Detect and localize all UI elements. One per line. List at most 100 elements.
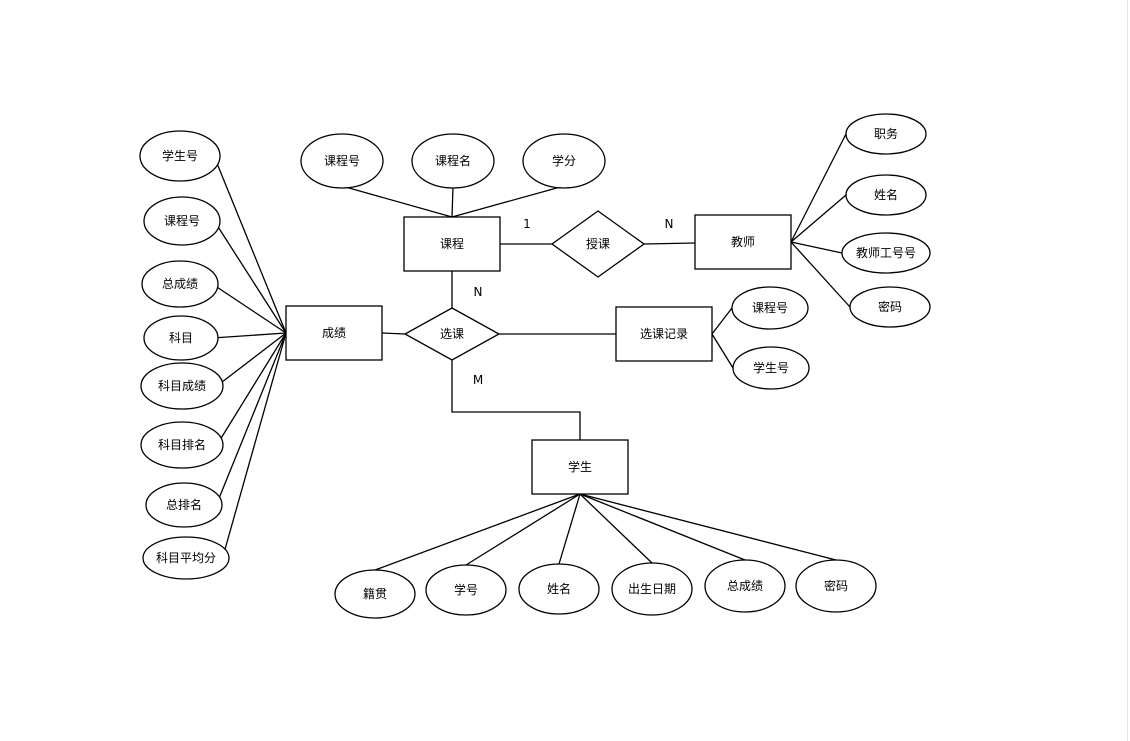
grade-attr-4: 科目成绩 [140, 362, 224, 410]
grade-attr-3-ellipse [143, 315, 219, 361]
course-attr-1-ellipse [411, 133, 495, 189]
grade-attr-6: 总排名 [145, 482, 223, 528]
student-attr-4-ellipse [704, 559, 786, 613]
grade-select-edge [381, 332, 406, 335]
entity-teacher-label: 教师 [731, 234, 755, 249]
grade-attr-5-ellipse [140, 421, 224, 469]
grade-attr-5-label: 科目排名 [158, 437, 206, 452]
student-attr-2-label: 姓名 [547, 581, 571, 596]
entity-teacher-box [694, 214, 792, 270]
grade-attr-edge-5 [216, 332, 287, 446]
relationship-teach-label: 授课 [586, 236, 610, 251]
grade-attr-edge-4 [216, 332, 287, 387]
teacher-attr-edge-1 [790, 194, 847, 243]
student-attr-2: 姓名 [518, 563, 600, 615]
student-attr-edge-2 [558, 493, 581, 565]
grade-attr-1-ellipse [143, 196, 221, 246]
grade-attr-6-ellipse [145, 482, 223, 528]
grade-attr-edge-7 [221, 332, 287, 559]
teacher-attr-3: 密码 [849, 286, 931, 328]
course-attr-1-label: 课程名 [435, 153, 471, 168]
grade-attr-edge-2 [211, 283, 287, 334]
course-attr-edge-0 [341, 185, 453, 218]
student-attr-3-ellipse [611, 562, 693, 616]
grade-attr-4-label: 科目成绩 [158, 379, 206, 393]
teacher-attr-1: 姓名 [845, 174, 927, 216]
entity-grade-label: 成绩 [322, 326, 346, 340]
grade-attr-1-label: 课程号 [164, 213, 200, 228]
record-attr-0-label: 课程号 [752, 300, 788, 315]
teacher-attr-1-ellipse [845, 174, 927, 216]
page-edge-rule [1127, 0, 1128, 741]
course-attr-edge-1 [451, 185, 454, 218]
student-attr-3-label: 出生日期 [628, 582, 676, 596]
entity-course-label: 课程 [440, 236, 464, 251]
entity-selection-record-label: 选课记录 [640, 327, 688, 341]
cardinality-teacher-teach: N [665, 217, 674, 231]
grade-attr-4-ellipse [140, 362, 224, 410]
student-attr-5-label: 密码 [824, 578, 848, 593]
grade-attr-5: 科目排名 [140, 421, 224, 469]
record-attr-1-ellipse [732, 346, 810, 390]
student-attr-0-label: 籍贯 [363, 586, 387, 601]
course-attr-1: 课程名 [411, 133, 495, 189]
course-attr-0-label: 课程号 [324, 153, 360, 168]
relationship-teach: 授课 [550, 210, 646, 278]
grade-attr-2: 总成绩 [141, 260, 219, 308]
grade-attr-edge-0 [213, 155, 287, 334]
teacher-attr-2-ellipse [841, 232, 931, 274]
relationship-select: 选课 [403, 307, 501, 361]
student-attr-edge-5 [579, 493, 837, 561]
grade-attr-edge-6 [215, 332, 287, 506]
cardinality-course-select: N [474, 285, 483, 299]
relationship-select-label: 选课 [440, 327, 464, 341]
course-attr-0-ellipse [300, 133, 384, 189]
record-attr-edge-1 [711, 333, 734, 369]
relationship-select-diamond [403, 307, 501, 361]
grade-attr-edge-1 [213, 220, 287, 334]
course-attr-0: 课程号 [300, 133, 384, 189]
student-attr-edge-0 [374, 493, 581, 571]
grade-attr-0: 学生号 [139, 130, 221, 182]
teacher-attr-3-label: 密码 [878, 299, 902, 314]
select-student-edge [451, 360, 581, 440]
teacher-attr-2-label: 教师工号号 [856, 245, 916, 260]
diagram-shapes: 课程教师成绩选课记录学生授课选课学生号课程号总成绩科目科目成绩科目排名总排名科目… [139, 113, 931, 619]
grade-attr-7-label: 科目平均分 [156, 551, 216, 565]
relationship-teach-diamond [550, 210, 646, 278]
entity-selection-record: 选课记录 [615, 306, 713, 362]
record-attr-0-ellipse [731, 286, 809, 330]
grade-attr-3-label: 科目 [169, 331, 193, 345]
grade-attr-2-ellipse [141, 260, 219, 308]
grade-attr-3: 科目 [143, 315, 219, 361]
student-attr-4: 总成绩 [704, 559, 786, 613]
entity-selection-record-box [615, 306, 713, 362]
teacher-attr-3-ellipse [849, 286, 931, 328]
student-attr-edge-3 [579, 493, 653, 564]
teacher-attr-0: 职务 [845, 113, 927, 155]
grade-attr-0-label: 学生号 [162, 148, 198, 163]
teach-teacher-edge [643, 242, 696, 245]
grade-attr-7-ellipse [142, 536, 230, 580]
teacher-attr-1-label: 姓名 [874, 187, 898, 202]
teacher-attr-edge-2 [790, 241, 843, 254]
teacher-attr-0-ellipse [845, 113, 927, 155]
teacher-attr-edge-0 [790, 133, 847, 243]
student-attr-3: 出生日期 [611, 562, 693, 616]
course-attr-2-label: 学分 [552, 153, 576, 168]
student-attr-2-ellipse [518, 563, 600, 615]
student-attr-1-ellipse [425, 564, 507, 616]
grade-attr-edge-3 [212, 332, 287, 339]
entity-teacher: 教师 [694, 214, 792, 270]
entity-course: 课程 [403, 216, 501, 272]
course-attr-2-ellipse [522, 133, 606, 189]
cardinality-student-select: M [473, 373, 483, 387]
record-attr-edge-0 [711, 307, 733, 335]
student-attr-5-ellipse [795, 559, 877, 613]
course-attr-2: 学分 [522, 133, 606, 189]
student-attr-4-label: 总成绩 [727, 579, 763, 593]
student-attr-1: 学号 [425, 564, 507, 616]
record-attr-1: 学生号 [732, 346, 810, 390]
